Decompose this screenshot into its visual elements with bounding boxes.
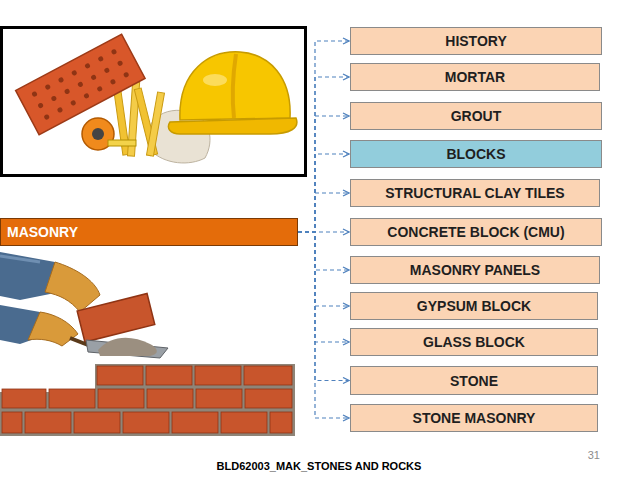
subtopic-box: GLASS BLOCK	[350, 328, 598, 356]
subtopic-box: MASONRY PANELS	[350, 256, 600, 284]
subtopic-box: STRUCTURAL CLAY TILES	[350, 179, 600, 207]
box-text: GROUT	[451, 108, 502, 124]
branch-arrow	[298, 77, 349, 232]
branch-arrow	[298, 232, 349, 381]
box-text: CONCRETE BLOCK (CMU)	[387, 224, 564, 240]
subtopic-box: STONE MASONRY	[350, 404, 598, 432]
branch-arrow	[298, 154, 349, 232]
box-text: STRUCTURAL CLAY TILES	[385, 185, 564, 201]
box-text: MORTAR	[445, 69, 505, 85]
box-text: STONE	[450, 373, 498, 389]
box-text: MASONRY PANELS	[410, 262, 540, 278]
branch-arrow	[298, 232, 349, 306]
subtopic-box: CONCRETE BLOCK (CMU)	[350, 218, 602, 246]
branch-arrow	[298, 232, 349, 418]
subtopic-box: GROUT	[350, 102, 602, 130]
box-text: HISTORY	[445, 33, 506, 49]
branch-arrow	[298, 232, 349, 270]
topic-band: MASONRY	[0, 218, 298, 246]
footer-text: BLD62003_MAK_STONES AND ROCKS	[0, 460, 638, 472]
subtopic-box: GYPSUM BLOCK	[350, 292, 598, 320]
highlighted-box: BLOCKS	[350, 140, 602, 168]
subtopic-box: HISTORY	[350, 27, 602, 55]
branch-arrow	[298, 41, 349, 232]
box-text: BLOCKS	[446, 146, 505, 162]
box-text: STONE MASONRY	[413, 410, 536, 426]
branch-arrow	[298, 116, 349, 232]
bricklayer-photo	[0, 252, 295, 436]
box-text: GLASS BLOCK	[423, 334, 525, 350]
page-number: 31	[588, 449, 600, 461]
box-text: MASONRY	[7, 224, 78, 240]
tools-photo	[2, 28, 306, 176]
box-text: GYPSUM BLOCK	[417, 298, 531, 314]
branch-arrow	[298, 193, 349, 232]
branch-arrow	[298, 232, 349, 342]
subtopic-box: MORTAR	[350, 63, 600, 91]
subtopic-box: STONE	[350, 366, 598, 395]
